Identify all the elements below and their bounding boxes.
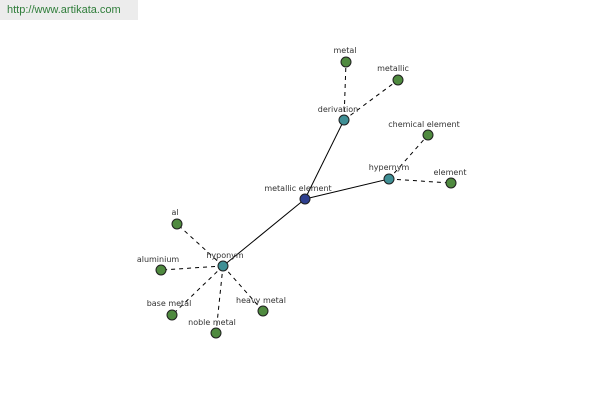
node-metallic[interactable] [392, 74, 404, 86]
edge-hyponym-al [176, 223, 224, 267]
node-hyponym[interactable] [217, 260, 229, 272]
edge-hyponym-noble-metal [215, 265, 224, 334]
node-aluminium[interactable] [155, 264, 167, 276]
label-metallic-element: metallic element [264, 184, 331, 193]
label-al: al [171, 208, 178, 217]
label-chemical-element: chemical element [388, 120, 459, 129]
label-noble-metal: noble metal [188, 318, 236, 327]
labels: metallic element derivation metal metall… [137, 46, 467, 327]
node-metallic-element[interactable] [299, 193, 311, 205]
edges [160, 61, 452, 334]
node-element[interactable] [445, 177, 457, 189]
node-chemical-element[interactable] [422, 129, 434, 141]
node-hypernym[interactable] [383, 173, 395, 185]
edge-derivation-metallic [343, 79, 399, 121]
label-hypernym: hypernym [369, 163, 410, 172]
watermark-url[interactable]: http://www.artikata.com [0, 0, 138, 20]
label-metallic: metallic [377, 64, 409, 73]
node-derivation[interactable] [338, 114, 350, 126]
edge-metallic-element-hypernym [304, 178, 390, 200]
label-aluminium: aluminium [137, 255, 180, 264]
node-base-metal[interactable] [166, 309, 178, 321]
label-metal: metal [334, 46, 357, 55]
label-derivation: derivation [318, 105, 358, 114]
nodes [155, 56, 457, 339]
edge-hyponym-aluminium [160, 265, 224, 271]
node-al[interactable] [171, 218, 183, 230]
label-base-metal: base metal [147, 299, 192, 308]
label-element: element [434, 168, 467, 177]
node-metal[interactable] [340, 56, 352, 68]
edge-hyponym-base-metal [171, 265, 224, 316]
edge-metallic-element-derivation [304, 119, 345, 200]
edge-derivation-metal [343, 61, 347, 121]
edge-hypernym-chemical-element [388, 134, 429, 180]
node-heavy-metal[interactable] [257, 305, 269, 317]
edge-hyponym-heavy-metal [222, 265, 264, 312]
edge-hypernym-element [388, 178, 452, 184]
label-hyponym: hyponym [206, 251, 244, 260]
node-noble-metal[interactable] [210, 327, 222, 339]
edge-metallic-element-hyponym [222, 198, 306, 267]
label-heavy-metal: heavy metal [236, 296, 286, 305]
